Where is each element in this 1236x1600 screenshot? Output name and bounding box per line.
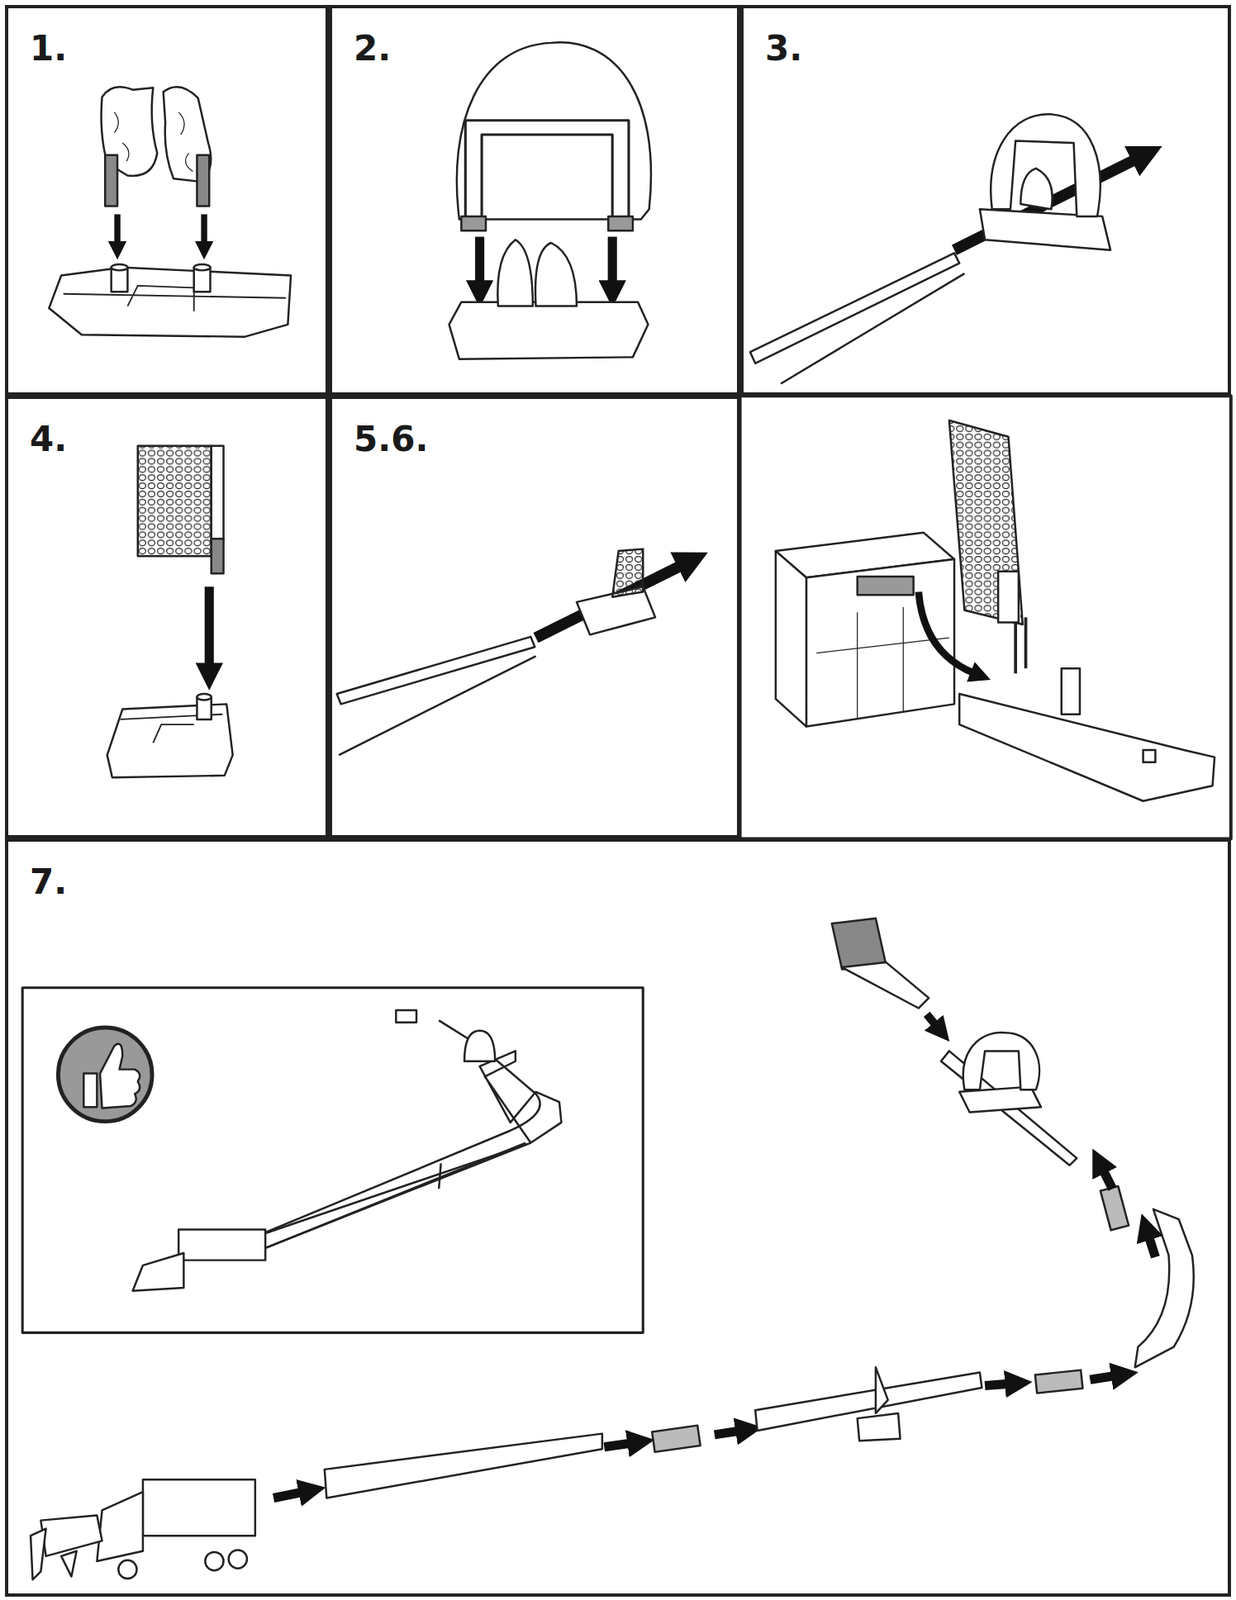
flag-base	[107, 694, 233, 778]
track	[750, 252, 965, 384]
step-number: 5.6.	[353, 418, 428, 460]
connector	[651, 1426, 700, 1453]
net-flag	[137, 446, 224, 574]
step-panel: 3.	[740, 4, 1232, 396]
step-number: 7.	[29, 861, 67, 903]
curve-piece	[1135, 1209, 1194, 1368]
track	[337, 637, 537, 756]
arch-base	[449, 302, 649, 360]
connector	[1035, 1370, 1084, 1394]
connector	[1100, 1186, 1129, 1231]
rock-arch	[456, 42, 652, 231]
inset-frame	[22, 988, 643, 1334]
step-number: 4.	[29, 418, 67, 460]
rock-base	[48, 264, 291, 338]
step-panel: 7.	[4, 838, 1232, 1598]
step-panel: 1.	[4, 4, 329, 396]
thumbs-up-icon	[57, 1027, 153, 1122]
gate-piece	[979, 114, 1111, 250]
gate-on-track	[941, 1032, 1077, 1166]
step-panel: 4.	[4, 395, 329, 839]
finish-piece	[831, 918, 929, 1009]
step-number: 2.	[353, 28, 391, 69]
track-with-flag	[755, 1367, 982, 1441]
truck	[30, 1479, 256, 1580]
net-panel	[949, 420, 1027, 674]
step-number: 3.	[765, 28, 803, 69]
step-number: 1.	[29, 28, 67, 69]
assembled-set	[133, 1010, 562, 1292]
panel-frame	[740, 395, 1232, 839]
flag-on-track	[576, 549, 656, 636]
tray-track	[959, 668, 1215, 802]
step-panel: 2.	[328, 4, 741, 396]
track-piece	[324, 1434, 603, 1499]
rock-pieces	[101, 86, 212, 206]
step-panel: 5.6.	[328, 395, 741, 839]
